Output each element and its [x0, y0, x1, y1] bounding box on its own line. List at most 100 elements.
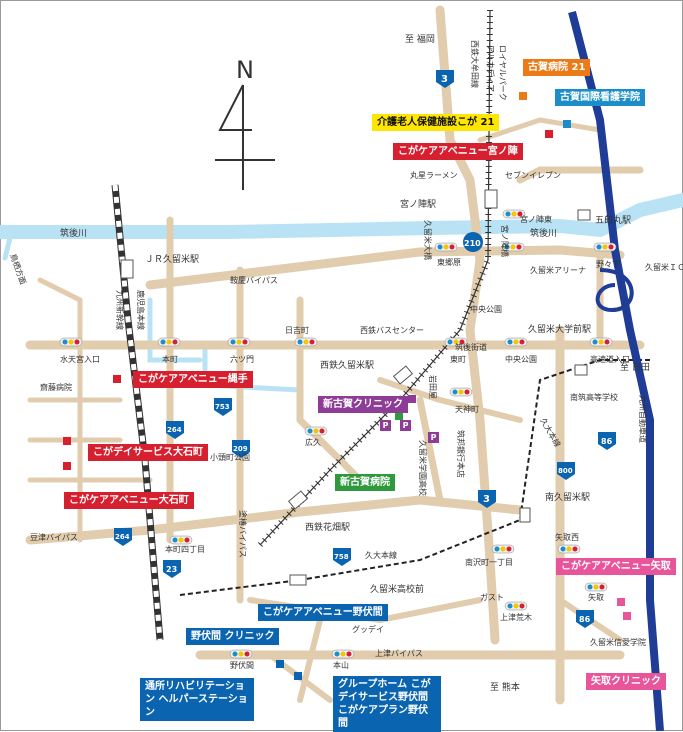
care-avenue-nawate-label[interactable]: こがケアアベニュー縄手: [133, 371, 253, 388]
label-guddei: グッデイ: [352, 624, 384, 634]
route-264a-shield: 264: [166, 421, 184, 439]
label-chikugo-kaido: 筑後街道: [455, 342, 487, 352]
label-alcadia: アルカディア: [486, 45, 496, 92]
care-avenue-yatori-label[interactable]: こがケアアベニュー矢取: [556, 558, 676, 575]
kurume-univ-station-mark: [574, 364, 588, 376]
gorobaru-station-mark: [577, 209, 591, 221]
label-kurume-gakuen: 久留米学園高校: [418, 440, 428, 496]
yatori-clinic-label[interactable]: 矢取クリニック: [586, 673, 666, 690]
label-minamisawamachi: 南沢町一丁目: [465, 557, 513, 567]
label-marusei-ramen: 丸星ラーメン: [410, 170, 458, 180]
label-uezuaramoto: 上津荒木: [500, 612, 532, 622]
hanabatake-station-mark: [287, 490, 309, 510]
label-koudoubashi: 高速道入口: [590, 354, 630, 364]
label-kyudai-main: 久大本線: [365, 550, 397, 560]
label-minami-kurume-hs: 南筑高等学校: [570, 392, 618, 402]
traffic-lights: [59, 209, 617, 659]
kurume-koukou-station-mark: [289, 574, 307, 586]
parking-icon: P: [400, 420, 411, 431]
shin-koga-hospital-label[interactable]: 新古賀病院: [335, 474, 395, 491]
kaigo-facility-label[interactable]: 介護老人保健施設こが 21: [372, 114, 500, 131]
label-miyanojin-higashi: 宮ノ陣東: [520, 214, 552, 224]
shin-koga-clinic-marker: [408, 395, 416, 403]
svg-text:758: 758: [334, 553, 349, 561]
jr-kurume-station-mark: [120, 259, 134, 279]
label-yatori-nishi: 矢取西: [555, 532, 579, 542]
label-higashisetouchi: 東郷原: [437, 257, 461, 267]
route-800-shield: 800: [557, 462, 575, 480]
yatori-avenue-marker: [617, 598, 625, 606]
svg-text:210: 210: [464, 239, 481, 248]
label-kyushu-shinkansen: 九州新幹線: [115, 290, 125, 330]
north-letter: N: [236, 56, 254, 84]
oishi-day-service-marker: [63, 437, 71, 445]
route-264b-shield: 264: [114, 528, 132, 546]
route-758-shield: 758: [333, 548, 351, 566]
shin-koga-clinic-label[interactable]: 新古賀クリニック: [318, 396, 408, 413]
label-nishitetsu-bus-center: 西鉄バスセンター: [360, 325, 424, 335]
route-shields: 3 3 210 264 264 753 209 23 758 800 86 86: [114, 70, 616, 628]
parking-icon: P: [380, 420, 391, 431]
rehab-station-label[interactable]: 通所リハビリテーション ヘルパーステーション: [140, 678, 254, 721]
route-3-south-shield: 3: [478, 490, 496, 508]
care-avenue-nobushima-label[interactable]: こがケアアベニュー野伏間: [258, 604, 388, 621]
label-kurume-shinai: 久留米信愛学院: [590, 637, 646, 647]
label-chuo-park-2: 中央公園: [505, 354, 537, 364]
label-kurume-ic: 久留米ＩＣ: [645, 262, 683, 272]
label-honmachi: 本町: [162, 354, 178, 364]
label-chikushi-bank: 筑邦銀行本店: [456, 430, 466, 478]
koga-hospital-marker: [519, 92, 527, 100]
label-to-hita: 至 日田: [620, 362, 650, 373]
label-kyushu-expressway: 九州自動車道: [638, 395, 648, 443]
day-service-oishi-label[interactable]: こがデイサービス大石町: [88, 444, 208, 461]
label-tosaki-bypass: 塗椿バイパス: [238, 510, 248, 558]
svg-text:23: 23: [166, 565, 177, 574]
yatori-clinic-marker: [623, 612, 631, 620]
care-avenue-miyanojin-label[interactable]: こがケアアベニュー宮ノ陣: [393, 143, 523, 160]
label-mizutenguchi: 水天宮入口: [60, 354, 100, 364]
label-royal-park: ロイヤルパーク: [498, 45, 507, 101]
label-gast: ガスト: [480, 592, 504, 602]
label-kagoshima-line: 鹿児島本線: [136, 290, 146, 330]
label-kurume-bypass: 鞍慶バイパス: [230, 275, 278, 285]
label-miyanojin-station: 宮ノ陣駅: [400, 198, 436, 210]
nobushima-clinic-label[interactable]: 野伏間 クリニック: [186, 628, 280, 645]
nursing-school-marker: [563, 120, 571, 128]
koga-hospital-label[interactable]: 古賀病院 21: [523, 59, 591, 76]
label-uezu-bypass: 上津バイパス: [375, 648, 423, 658]
label-kurume-koukou-mae: 久留米高校前: [370, 583, 424, 595]
care-avenue-oishi-label[interactable]: こがケアアベニュー大石町: [64, 492, 194, 509]
miyanojin-avenue-marker: [545, 130, 553, 138]
svg-text:3: 3: [441, 74, 448, 85]
label-nishitetsu-kurume-station: 西鉄久留米駅: [320, 359, 374, 371]
label-rokutsumon: 六ツ門: [230, 354, 254, 364]
oishi-avenue-marker: [63, 462, 71, 470]
route-86a-shield: 86: [598, 432, 616, 450]
label-tenjincho: 天神町: [455, 404, 479, 414]
label-nonaka-shita: 野々下: [596, 260, 620, 269]
svg-text:86: 86: [601, 437, 613, 446]
svg-text:3: 3: [483, 494, 490, 505]
group-home-marker: [294, 672, 302, 680]
svg-text:86: 86: [579, 615, 591, 624]
label-jr-kurume-station: ＪＲ久留米駅: [145, 253, 199, 265]
svg-text:209: 209: [233, 445, 248, 453]
miyanojin-station-mark: [484, 189, 498, 209]
label-minami-kurume-station: 南久留米駅: [545, 491, 590, 503]
minami-kurume-station-mark: [519, 507, 531, 523]
nursing-school-label[interactable]: 古賀国際看護学院: [555, 89, 645, 106]
label-yatori: 矢取: [588, 592, 604, 602]
nobushima-clinic-marker: [276, 660, 284, 668]
route-23-shield: 23: [163, 560, 181, 578]
stations: [120, 189, 591, 586]
label-kurume-ohashi: 久留米大橋: [423, 220, 433, 260]
parking-icon: P: [428, 432, 439, 443]
label-honyama: 本山: [333, 660, 349, 670]
svg-text:753: 753: [215, 403, 230, 411]
nawate-avenue-marker: [113, 375, 121, 383]
route-86b-shield: 86: [576, 610, 594, 628]
group-home-label[interactable]: グループホーム こがデイサービス野伏間 こがケアプラン野伏間: [333, 676, 441, 732]
label-to-kumamoto: 至 熊本: [490, 681, 520, 693]
